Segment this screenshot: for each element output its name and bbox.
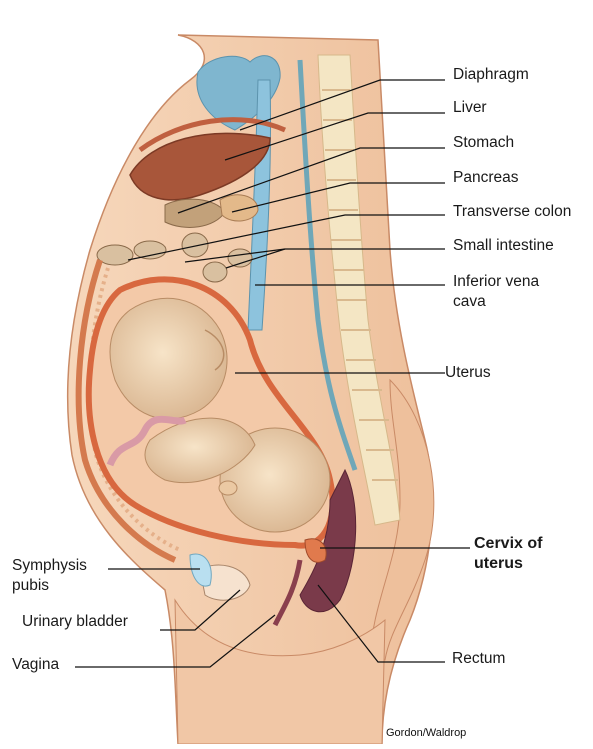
label-diaphragm: Diaphragm — [453, 66, 529, 84]
label-symphysis-line1: Symphysis — [12, 557, 87, 575]
pancreas — [220, 195, 258, 221]
label-cervix-line2: uterus — [474, 555, 523, 573]
label-rectum: Rectum — [452, 650, 505, 668]
label-cervix-line1: Cervix of — [474, 535, 542, 553]
label-uterus: Uterus — [445, 364, 491, 382]
label-stomach: Stomach — [453, 134, 514, 152]
label-symphysis-line2: pubis — [12, 577, 49, 595]
label-transverse-colon: Transverse colon — [453, 203, 571, 221]
label-ivc-line2: cava — [453, 293, 486, 311]
credit-text: Gordon/Waldrop — [386, 727, 466, 739]
label-pancreas: Pancreas — [453, 169, 518, 187]
label-small-intestine: Small intestine — [453, 237, 554, 255]
label-ivc-line1: Inferior vena — [453, 273, 539, 291]
label-vagina: Vagina — [12, 656, 59, 674]
label-liver: Liver — [453, 99, 487, 117]
label-urinary-bladder: Urinary bladder — [22, 613, 128, 631]
